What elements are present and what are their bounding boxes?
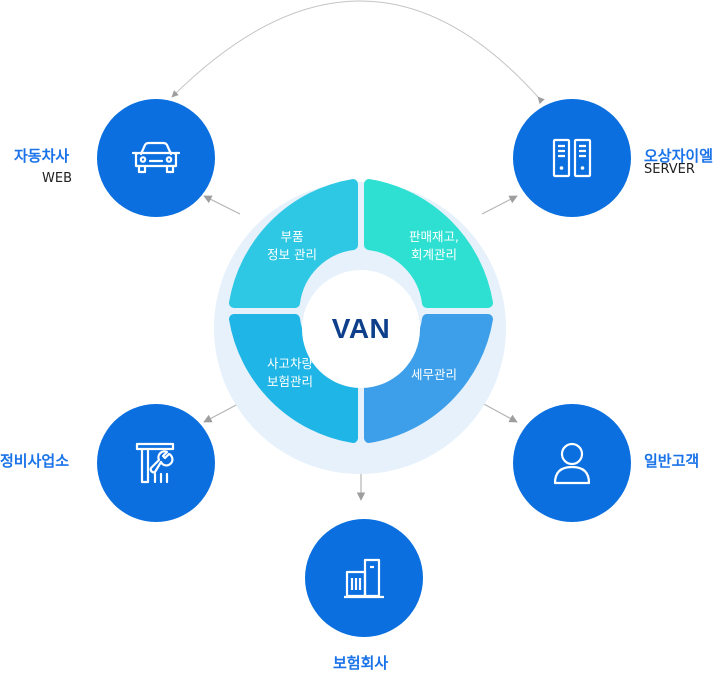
automaker-sub: WEB: [42, 171, 72, 186]
server-node: [513, 99, 631, 217]
top-arc-connector: [171, 0, 545, 105]
insurance-node: [305, 519, 423, 637]
automaker-node: [97, 99, 215, 217]
automaker-label: 자동차사: [14, 147, 70, 165]
connector-to-server: [481, 195, 518, 215]
server-sub: SERVER: [644, 162, 695, 177]
tools-icon: [135, 442, 175, 484]
customer-label: 일반고객: [644, 452, 700, 470]
hub-center: VAN: [302, 270, 420, 388]
insurance-label: 보험회사: [333, 654, 389, 672]
customer-node: [513, 404, 631, 522]
segment-parts-info: [229, 179, 358, 308]
building-icon: [344, 558, 384, 599]
segment-accident-insurance-label: 사고차량 보험관리: [266, 356, 313, 389]
segment-tax-label: 세무관리: [410, 367, 457, 382]
repair-shop-node: [97, 404, 215, 522]
car-icon: [132, 141, 180, 174]
server-icon: [552, 138, 592, 178]
user-icon: [553, 442, 591, 485]
server-label: 오상자이엘: [644, 147, 714, 165]
connector-to-repair: [203, 402, 241, 423]
segment-parts-info-label: 부품 정보 관리: [267, 229, 317, 262]
segment-sales-accounting-label: 판매재고, 회계관리: [409, 229, 459, 262]
connector-to-automaker: [203, 195, 241, 215]
connector-to-customer: [481, 402, 518, 423]
hub-title: VAN: [331, 313, 391, 344]
segment-sales-accounting: [364, 179, 493, 308]
repair-shop-label: 정비사업소: [0, 452, 70, 470]
